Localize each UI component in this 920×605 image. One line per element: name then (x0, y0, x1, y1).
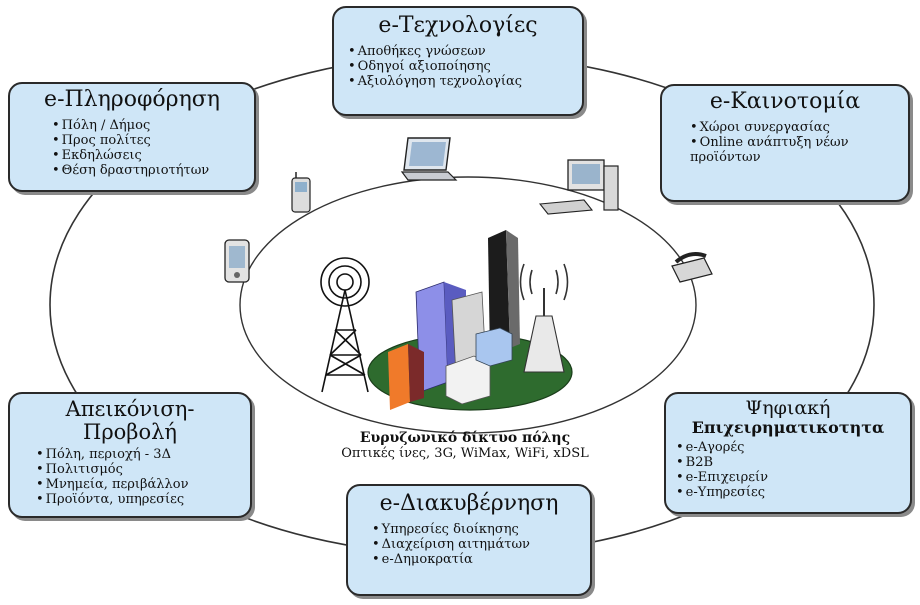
box-title: e-Πληροφόρηση (44, 87, 220, 112)
list-item: Οδηγοί αξιοποίησης (348, 59, 568, 74)
desktop-computer-icon (538, 159, 619, 215)
list-item: e-Αγορές (676, 440, 900, 455)
item-list: Πόλη, περιοχή - 3Δ Πολιτισμός Μνημεία, π… (22, 447, 238, 507)
box-title: e-Καινοτομία (709, 89, 861, 114)
box-title-line1: Απεικόνιση- (65, 397, 195, 421)
list-item: e-Υπηρεσίες (676, 485, 900, 500)
box-title-line2: Προβολή (83, 419, 177, 444)
list-item: Προϊόντα, υπηρεσίες (36, 492, 238, 507)
box-title: e-Τεχνολογίες (378, 13, 538, 38)
box-e-governance: e-Διακυβέρνηση Υπηρεσίες διοίκησης Διαχε… (346, 484, 592, 596)
antenna-icon (519, 263, 569, 373)
list-item: Μνημεία, περιβάλλον (36, 477, 238, 492)
telephone-icon (671, 252, 713, 283)
box-digital-entrepreneurship: Ψηφιακή Επιχειρηματικοτητα e-Αγορές B2B … (664, 392, 912, 514)
item-list: Υπηρεσίες διοίκησης Διαχείριση αιτημάτων… (362, 522, 576, 567)
city-broadband-illustration (320, 230, 573, 411)
item-list: Πόλη / Δήμος Προς πολίτες Εκδηλώσεις Θέσ… (22, 118, 242, 178)
list-item: Εκδηλώσεις (52, 148, 242, 163)
pda-icon (224, 239, 250, 283)
list-item: Πόλη, περιοχή - 3Δ (36, 447, 238, 462)
item-list: Χώροι συνεργασίας Online ανάπτυξη νέων π… (674, 120, 896, 165)
list-item: Αποθήκες γνώσεων (348, 44, 568, 59)
laptop-icon (400, 137, 458, 181)
skyscraper-dark (488, 230, 510, 356)
list-item: Θέση δραστηριοτήτων (52, 163, 242, 178)
box-title-line2: Επιχειρηματικοτητα (691, 417, 885, 437)
building-white (445, 355, 491, 405)
box-e-technologies: e-Τεχνολογίες Αποθήκες γνώσεων Οδηγοί αξ… (332, 6, 584, 116)
mobile-phone-icon (291, 172, 311, 213)
list-item: Πόλη / Δήμος (52, 118, 242, 133)
list-item: Προς πολίτες (52, 133, 242, 148)
center-title: Ευρυζωνικό δίκτυο πόλης (359, 430, 571, 446)
list-item: Διαχείριση αιτημάτων (372, 537, 576, 552)
list-item: Online ανάπτυξη νέων (690, 135, 896, 150)
building-orange (388, 344, 410, 410)
box-visualization: Απεικόνιση- Προβολή Πόλη, περιοχή - 3Δ Π… (8, 392, 252, 518)
item-list: Αποθήκες γνώσεων Οδηγοί αξιοποίησης Αξιο… (348, 44, 568, 89)
center-subtitle: Οπτικές ίνες, 3G, WiMax, WiFi, xDSL (341, 446, 589, 461)
box-title: e-Διακυβέρνηση (379, 491, 559, 516)
list-item: e-Επιχειρείν (676, 470, 900, 485)
list-item: B2B (676, 455, 900, 470)
item-list: e-Αγορές B2B e-Επιχειρείν e-Υπηρεσίες (676, 440, 900, 500)
list-item: Υπηρεσίες διοίκησης (372, 522, 576, 537)
list-item: Αξιολόγηση τεχνολογίας (348, 74, 568, 89)
list-item-continuation: προϊόντων (690, 149, 761, 165)
box-title-line1: Ψηφιακή (745, 397, 831, 419)
building-lightblue (475, 327, 513, 367)
box-e-information: e-Πληροφόρηση Πόλη / Δήμος Προς πολίτες … (8, 82, 256, 192)
list-item: e-Δημοκρατία (372, 552, 576, 567)
list-item: Πολιτισμός (36, 462, 238, 477)
box-e-innovation: e-Καινοτομία Χώροι συνεργασίας Online αν… (660, 84, 910, 202)
inner-ring (239, 176, 697, 434)
center-caption: Ευρυζωνικό δίκτυο πόλης Οπτικές ίνες, 3G… (300, 430, 630, 461)
list-item: Χώροι συνεργασίας (690, 120, 896, 135)
radio-tower-icon (320, 257, 370, 393)
